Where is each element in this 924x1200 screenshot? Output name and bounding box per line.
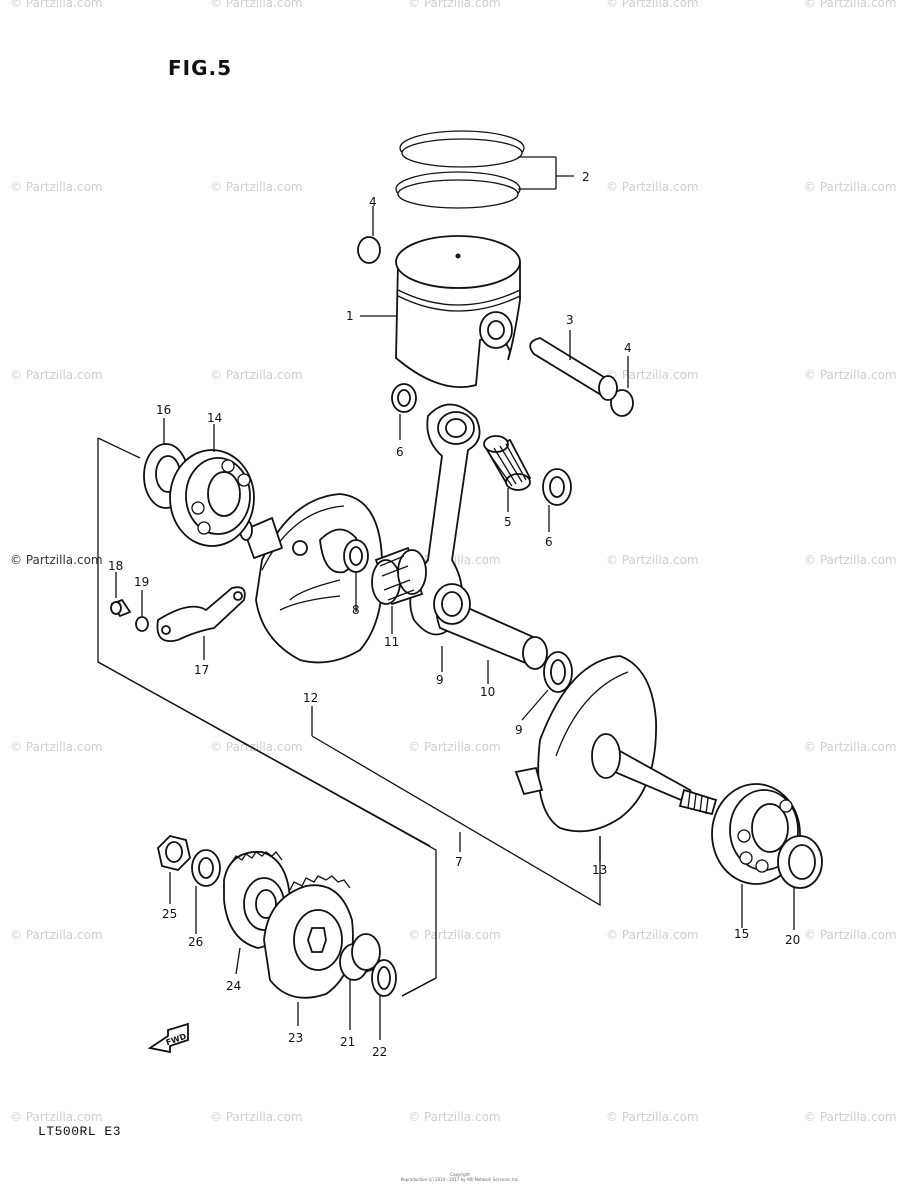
watermark: © Partzilla.com xyxy=(408,1110,501,1124)
figure-title: FIG.5 xyxy=(168,56,233,80)
callout-6: 6 xyxy=(396,445,404,459)
callout-20: 20 xyxy=(785,933,800,947)
callout-22: 22 xyxy=(372,1045,387,1059)
watermark: © Partzilla.com xyxy=(210,740,303,754)
watermark: © Partzilla.com xyxy=(408,928,501,942)
right-oil-seal xyxy=(777,835,823,930)
piston-pin xyxy=(529,330,618,401)
callout-14: 14 xyxy=(207,411,222,425)
watermark: © Partzilla.com xyxy=(210,180,303,194)
callout-9: 8 xyxy=(352,603,360,617)
callout-6b: 6 xyxy=(545,535,553,549)
piston xyxy=(360,235,521,389)
copyright-footer: Copyright Reproduction (c) 2014 - 2017 b… xyxy=(390,1172,530,1182)
watermark: © Partzilla.com xyxy=(606,368,699,382)
right-crank-flywheel xyxy=(514,655,718,862)
watermark: © Partzilla.com xyxy=(210,0,303,10)
callout-1: 1 xyxy=(346,309,354,323)
callout-7: 7 xyxy=(455,855,463,869)
spacer xyxy=(339,933,384,1030)
callout-19: 19 xyxy=(134,575,149,589)
piston-rings xyxy=(395,130,574,209)
callout-12: 12 xyxy=(303,691,318,705)
callout-4b: 4 xyxy=(624,341,632,355)
watermark: © Partzilla.com xyxy=(10,928,103,942)
circlip xyxy=(610,389,634,417)
callout-21: 21 xyxy=(340,1035,355,1049)
watermark: © Partzilla.com xyxy=(606,0,699,10)
watermark: © Partzilla.com xyxy=(10,1110,103,1124)
watermark: © Partzilla.com xyxy=(408,0,501,10)
big-end-bearing xyxy=(371,546,427,634)
watermark: © Partzilla.com xyxy=(10,180,103,194)
watermark: © Partzilla.com xyxy=(804,0,897,10)
left-crank-flywheel xyxy=(239,493,384,664)
callout-13: 13 xyxy=(592,863,607,877)
callout-2: 2 xyxy=(582,170,590,184)
watermark: © Partzilla.com xyxy=(10,553,103,567)
watermark: © Partzilla.com xyxy=(804,740,897,754)
callout-26: 26 xyxy=(188,935,203,949)
callout-18: 18 xyxy=(108,559,123,573)
watermark: © Partzilla.com xyxy=(210,1110,303,1124)
callout-8: 9 xyxy=(436,673,444,687)
callout-10: 10 xyxy=(480,685,495,699)
left-main-bearing xyxy=(169,424,255,547)
callout-25: 25 xyxy=(162,907,177,921)
watermark: © Partzilla.com xyxy=(804,180,897,194)
forward-direction-arrow: FWD xyxy=(147,1022,189,1054)
watermark: © Partzilla.com xyxy=(606,1110,699,1124)
callout-15: 15 xyxy=(734,927,749,941)
crank-nut xyxy=(157,835,191,904)
footer-line: Copyright xyxy=(450,1172,470,1177)
needle-bearing xyxy=(483,435,532,512)
watermark: © Partzilla.com xyxy=(10,740,103,754)
watermark: © Partzilla.com xyxy=(210,368,303,382)
watermark: © Partzilla.com xyxy=(606,928,699,942)
callout-24: 24 xyxy=(226,979,241,993)
watermark: © Partzilla.com xyxy=(10,368,103,382)
callout-17: 17 xyxy=(194,663,209,677)
watermark: © Partzilla.com xyxy=(804,1110,897,1124)
bolt xyxy=(110,572,132,618)
watermark: © Partzilla.com xyxy=(804,553,897,567)
callout-23: 23 xyxy=(288,1031,303,1045)
crank-pin xyxy=(433,583,548,684)
lock-washer xyxy=(135,616,149,632)
callout-5: 5 xyxy=(504,515,512,529)
watermark: © Partzilla.com xyxy=(10,0,103,10)
balancer-drive-gear xyxy=(263,875,354,1026)
watermark: © Partzilla.com xyxy=(606,180,699,194)
callout-9b: 9 xyxy=(515,723,523,737)
callout-16: 16 xyxy=(156,403,171,417)
model-code: LT500RL E3 xyxy=(38,1124,122,1139)
callout-3: 3 xyxy=(566,313,574,327)
callout-4: 4 xyxy=(369,195,377,209)
footer-line: Reproduction (c) 2014 - 2017 by ARI Netw… xyxy=(400,1177,520,1182)
watermark: © Partzilla.com xyxy=(804,928,897,942)
watermark: © Partzilla.com xyxy=(408,740,501,754)
bearing-retainer-plate xyxy=(156,586,246,660)
circlip xyxy=(357,236,381,264)
watermark: © Partzilla.com xyxy=(606,553,699,567)
callout-11: 11 xyxy=(384,635,399,649)
watermark: © Partzilla.com xyxy=(804,368,897,382)
